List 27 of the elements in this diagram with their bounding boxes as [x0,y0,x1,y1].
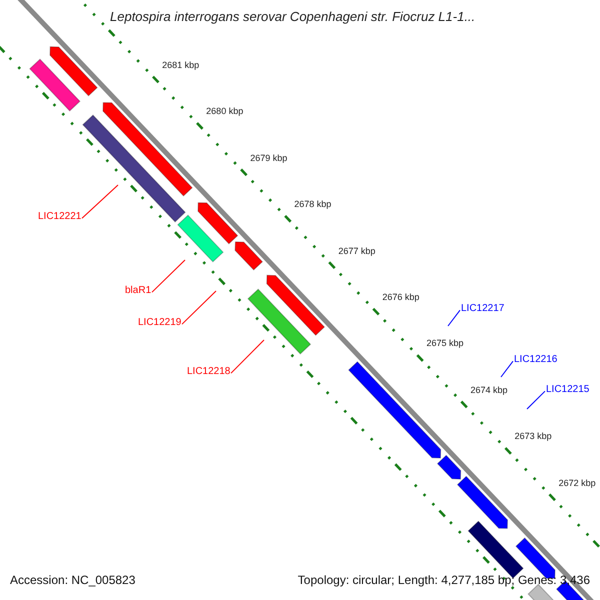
scale-label: 2672 kbp [558,478,596,488]
gene-label: LIC12217 [461,303,504,314]
leader-line [526,390,546,410]
gene-label: LIC12219 [138,317,182,328]
scale-label: 2677 kbp [338,246,376,256]
leader-line [500,360,514,378]
leader-line [152,260,186,293]
scale-label: 2675 kbp [426,338,464,349]
leader-line [448,310,460,326]
gene-label: blaR1 [125,285,152,296]
gene-label: LIC12216 [514,354,558,366]
scale-label: 2680 kbp [206,106,244,117]
leader-line [182,290,216,325]
scale-label: 2678 kbp [294,199,332,210]
leader-line [82,184,118,219]
gene-label: LIC12221 [38,211,82,222]
scale-label: 2676 kbp [382,292,420,302]
genome-title: Leptospira interrogans serovar Copenhageni str. Fiocruz L1-1... [110,10,476,25]
gene-label: LIC12215 [546,384,590,396]
accession-text: Accession: NC_005823 [10,574,136,588]
genome-stats-text: Topology: circular; Length: 4,277,185 bp; Genes: 3,436 [298,574,590,588]
gene-label: LIC12218 [187,366,230,378]
scale-label: 2673 kbp [514,431,552,442]
scale-label: 2674 kbp [470,384,508,396]
scale-label: 2679 kbp [250,152,288,164]
scale-label: 2681 kbp [162,60,200,70]
leader-line [230,340,264,374]
